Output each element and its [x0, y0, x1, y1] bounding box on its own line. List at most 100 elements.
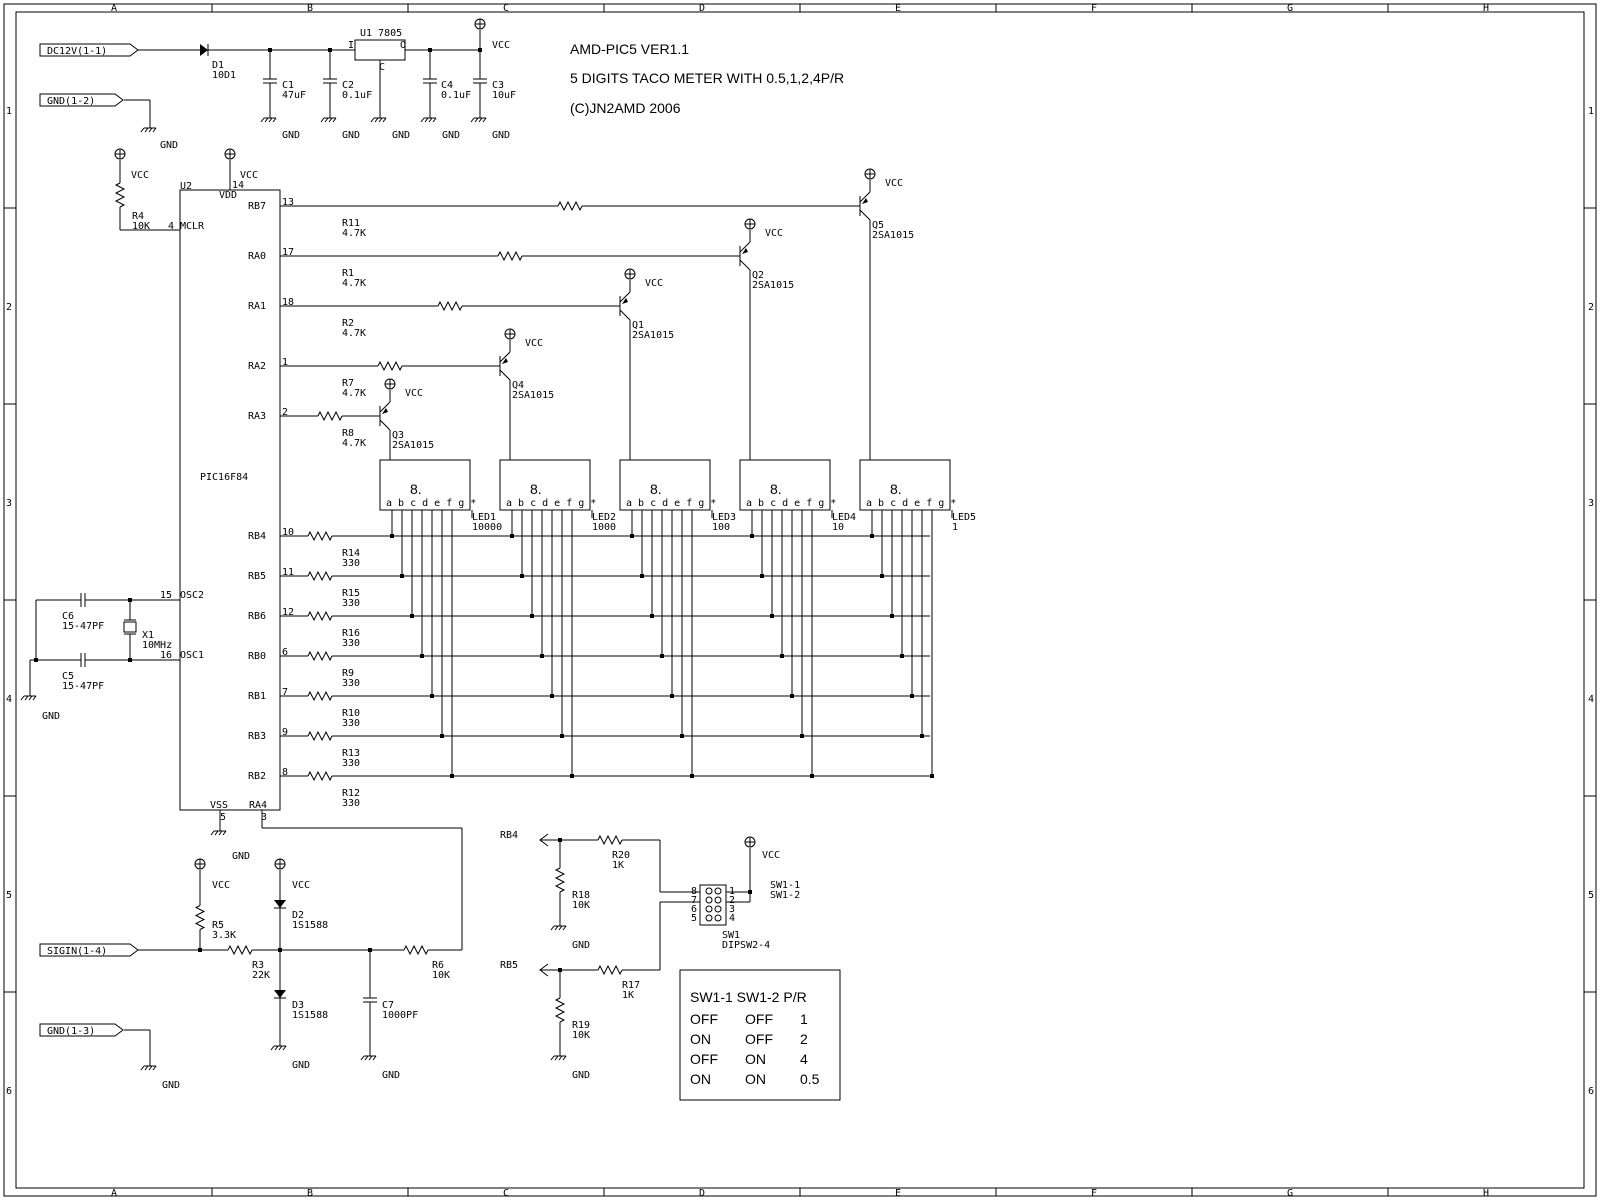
- part-q2: 2SA1015: [752, 280, 794, 291]
- u2-vdd-vcc: VCC: [240, 170, 258, 181]
- column-label: F: [1091, 3, 1097, 14]
- pin-number: 1: [282, 357, 288, 368]
- ref-q5: Q5: [872, 220, 884, 231]
- junction-dot: [920, 734, 924, 738]
- vcc-label: VCC: [645, 278, 663, 289]
- row-label: 6: [1588, 1086, 1594, 1097]
- c3-ref: C3: [492, 80, 504, 91]
- gnd-label-u1: GND: [392, 130, 410, 141]
- pin-label-rb0: RB0: [248, 651, 266, 662]
- gnd-label-c7: GND: [382, 1070, 400, 1081]
- ground-symbol: [558, 925, 563, 931]
- net-arrow-rb4: [539, 833, 549, 847]
- ref-q4: Q4: [512, 380, 524, 391]
- junction-dot: [780, 654, 784, 658]
- d3-ref: D3: [292, 1000, 304, 1011]
- r3-value: 22K: [252, 970, 270, 981]
- part-q3: 2SA1015: [392, 440, 434, 451]
- junction-dot: [550, 694, 554, 698]
- vcc-label: VCC: [885, 178, 903, 189]
- row-label: 5: [6, 890, 12, 901]
- gnd-label-c4: GND: [442, 130, 460, 141]
- u2-vdd-pin: 14: [232, 180, 244, 191]
- column-label: B: [307, 1188, 313, 1199]
- resistor-r6: [403, 944, 429, 956]
- pr-table-frame: [679, 969, 841, 1101]
- title-line-2: 5 DIGITS TACO METER WITH 0.5,1,2,4P/R: [570, 70, 844, 86]
- u2-ref: U2: [180, 181, 192, 192]
- ground-symbol: [274, 1045, 279, 1051]
- ground-symbol: [152, 127, 157, 133]
- junction-dot: [670, 694, 674, 698]
- ref-q2: Q2: [752, 270, 764, 281]
- port-gnd12-label: GND(1-2): [47, 96, 95, 107]
- dip-switch-contact: [714, 914, 722, 922]
- port-gnd12: [39, 93, 124, 107]
- ground-symbol: [562, 925, 567, 931]
- port-dc12v-label: DC12V(1-1): [47, 46, 107, 57]
- u1-pin-out: O: [400, 40, 406, 51]
- r20-ref: R20: [612, 850, 630, 861]
- dip-switch-contact: [714, 896, 722, 904]
- ground-symbol: [148, 127, 153, 133]
- r4-value: 10K: [132, 221, 150, 232]
- r6-value: 10K: [432, 970, 450, 981]
- ground-symbol: [558, 1055, 563, 1061]
- resistor-r20: [597, 834, 623, 846]
- u2-ra4-label: RA4: [249, 800, 267, 811]
- gnd-label-d3: GND: [292, 1060, 310, 1071]
- pin-label-rb1: RB1: [248, 691, 266, 702]
- ground-symbol: [368, 1055, 373, 1061]
- pr-table-pr: 1: [800, 1011, 808, 1027]
- pin-number: 9: [282, 727, 288, 738]
- column-label: B: [307, 3, 313, 14]
- ref-r14: R14: [342, 548, 360, 559]
- ref-r7: R7: [342, 378, 354, 389]
- pr-table-sw2: OFF: [745, 1031, 773, 1047]
- ground-symbol: [264, 117, 269, 123]
- part-q5: 2SA1015: [872, 230, 914, 241]
- junction-dot: [890, 614, 894, 618]
- junction-dot: [400, 574, 404, 578]
- c2-ref: C2: [342, 80, 354, 91]
- u2-osc1-label: OSC1: [180, 650, 204, 661]
- ref-r9: R9: [342, 668, 354, 679]
- resistor-r9: [307, 650, 333, 662]
- ground-symbol: [432, 117, 437, 123]
- ref-led2: LED2: [592, 512, 616, 523]
- pin-number: 18: [282, 297, 294, 308]
- row-label: 4: [1588, 694, 1594, 705]
- junction-dot: [690, 774, 694, 778]
- ref-r2: R2: [342, 318, 354, 329]
- led-display-led1: [379, 459, 471, 511]
- led-pins-led3: a b c d e f g *: [626, 498, 716, 509]
- r18-ref: R18: [572, 890, 590, 901]
- d2-value: 1S1588: [292, 920, 328, 931]
- column-label: E: [895, 3, 901, 14]
- diode-d1: [200, 44, 208, 56]
- ground-symbol: [32, 695, 37, 701]
- resistor-r12: [307, 770, 333, 782]
- u2-osc2-pin: 15: [160, 590, 172, 601]
- d1-value: 10D1: [212, 70, 236, 81]
- junction-dot: [640, 574, 644, 578]
- dip-switch-contact: [705, 896, 713, 904]
- c1-value: 47uF: [282, 90, 306, 101]
- ground-symbol: [270, 1045, 275, 1051]
- pin-label-rb2: RB2: [248, 771, 266, 782]
- ground-symbol: [554, 1055, 559, 1061]
- led-pins-led1: a b c d e f g *: [386, 498, 476, 509]
- r3-ref: R3: [252, 960, 264, 971]
- dip-switch-contact: [705, 887, 713, 895]
- c2-value: 0.1uF: [342, 90, 372, 101]
- u2-vss-pin: 5: [220, 812, 226, 823]
- junction-dot: [800, 734, 804, 738]
- value-r8: 4.7K: [342, 438, 366, 449]
- c4-value: 0.1uF: [441, 90, 471, 101]
- pin-label-ra1: RA1: [248, 301, 266, 312]
- transistor-arrow: [502, 358, 508, 364]
- d2-vcc: VCC: [292, 880, 310, 891]
- ref-r16: R16: [342, 628, 360, 639]
